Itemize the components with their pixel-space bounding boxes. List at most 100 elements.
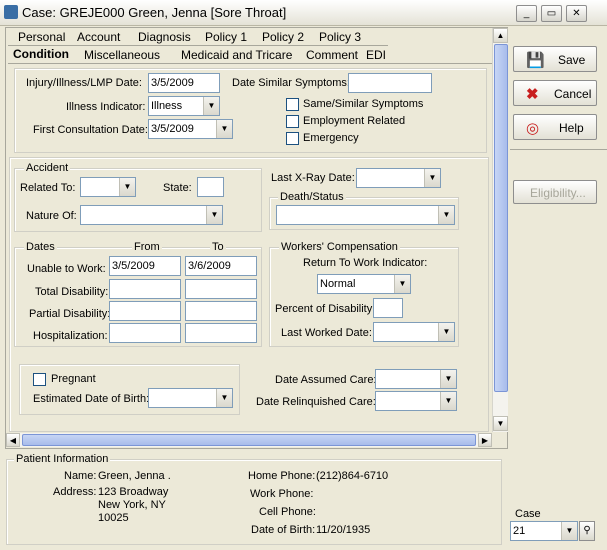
injury-date-field[interactable]: 3/5/2009 (148, 73, 220, 93)
close-icon: ✖ (526, 86, 539, 103)
details-area (9, 157, 489, 432)
tab-policy-1[interactable]: Policy 1 (205, 30, 248, 44)
pregnant-label: Pregnant (51, 373, 96, 385)
case-select[interactable]: 21 ▼ (510, 521, 578, 541)
cell-phone-label: Cell Phone: (259, 506, 316, 518)
chevron-down-icon: ▼ (424, 169, 440, 187)
similar-symptoms-date-field[interactable] (348, 73, 432, 93)
case-value: 21 (513, 525, 526, 537)
edob-label: Estimated Date of Birth: (33, 393, 150, 405)
percent-disability-field[interactable] (373, 298, 403, 318)
hospitalization-from[interactable] (109, 323, 181, 343)
emergency-checkbox[interactable] (286, 132, 299, 145)
illness-indicator-select[interactable]: Illness▼ (148, 96, 220, 116)
related-to-select[interactable]: ▼ (80, 177, 136, 197)
same-symptoms-checkbox[interactable] (286, 98, 299, 111)
maximize-button[interactable]: ▭ (541, 5, 562, 22)
same-symptoms-label: Same/Similar Symptoms (303, 98, 424, 110)
return-to-work-label: Return To Work Indicator: (303, 257, 428, 269)
last-worked-label: Last Worked Date: (281, 327, 372, 339)
chevron-down-icon: ▼ (561, 522, 577, 540)
tab-policy-2[interactable]: Policy 2 (262, 30, 305, 44)
horizontal-scroll-thumb[interactable] (22, 434, 476, 446)
tab-edi[interactable]: EDI (366, 48, 387, 62)
return-to-work-select[interactable]: Normal▼ (317, 274, 411, 294)
scroll-left-icon[interactable]: ◀ (6, 433, 20, 447)
horizontal-scrollbar[interactable]: ◀ ▶ (6, 433, 492, 447)
nature-of-label: Nature Of: (26, 210, 77, 222)
cancel-button[interactable]: ✖ Cancel (513, 80, 597, 106)
patient-info-group (6, 459, 502, 545)
scroll-right-icon[interactable]: ▶ (478, 433, 492, 447)
state-field[interactable] (197, 177, 224, 197)
tab-diagnosis[interactable]: Diagnosis (138, 30, 191, 44)
condition-group (14, 68, 487, 153)
edob-select[interactable]: ▼ (148, 388, 233, 408)
nature-of-select[interactable]: ▼ (80, 205, 223, 225)
eligibility-label: Eligibility... (530, 186, 586, 200)
employment-related-checkbox[interactable] (286, 115, 299, 128)
close-button[interactable]: ✕ (566, 5, 587, 22)
search-icon[interactable]: ⚲ (579, 521, 595, 541)
accident-group (14, 168, 262, 232)
to-header: To (210, 241, 226, 253)
chevron-down-icon: ▼ (216, 389, 232, 407)
partial-disability-label: Partial Disability: (29, 308, 111, 320)
unable-to-work-label: Unable to Work: (27, 263, 106, 275)
total-disability-from[interactable] (109, 279, 181, 299)
unable-to-work-from[interactable]: 3/5/2009 (109, 256, 181, 276)
help-button[interactable]: ◎ Help (513, 114, 597, 140)
similar-symptoms-date-label: Date Similar Symptoms: (232, 77, 350, 89)
partial-disability-from[interactable] (109, 301, 181, 321)
death-status-select[interactable]: ▼ (276, 205, 455, 225)
death-status-group (269, 197, 459, 230)
window-title: Case: GREJE000 Green, Jenna [Sore Throat… (22, 5, 287, 20)
vertical-scrollbar[interactable]: ▲ ▼ (492, 28, 508, 432)
tab-condition[interactable]: Condition (13, 47, 69, 61)
last-worked-select[interactable]: ▼ (373, 322, 455, 342)
date-relinquished-care-select[interactable]: ▼ (375, 391, 457, 411)
patient-address-line3: 10025 (98, 512, 129, 524)
partial-disability-to[interactable] (185, 301, 257, 321)
pregnant-checkbox[interactable] (33, 373, 46, 386)
first-consultation-value: 3/5/2009 (151, 123, 194, 135)
tab-account[interactable]: Account (77, 30, 121, 44)
case-icon (4, 5, 18, 19)
vertical-scroll-thumb[interactable] (494, 44, 508, 392)
save-button[interactable]: 💾 Save (513, 46, 597, 72)
tab-medicaid-tricare[interactable]: Medicaid and Tricare (181, 48, 293, 62)
chevron-down-icon: ▼ (206, 206, 222, 224)
patient-address-line1: 123 Broadway (98, 486, 169, 498)
xray-date-label: Last X-Ray Date: (271, 172, 355, 184)
tab-policy-3[interactable]: Policy 3 (319, 30, 362, 44)
patient-name-label: Name: (64, 470, 97, 482)
tab-miscellaneous[interactable]: Miscellaneous (84, 48, 161, 62)
help-label: Help (559, 121, 584, 135)
patient-info-title: Patient Information (14, 453, 111, 465)
date-relinquished-care-label: Date Relinquished Care: (256, 396, 376, 408)
scroll-up-icon[interactable]: ▲ (493, 28, 508, 43)
accident-title: Accident (24, 162, 71, 174)
unable-to-work-to[interactable]: 3/6/2009 (185, 256, 257, 276)
minimize-button[interactable]: _ (516, 5, 537, 22)
total-disability-to[interactable] (185, 279, 257, 299)
xray-date-select[interactable]: ▼ (356, 168, 441, 188)
home-phone: (212)864-6710 (316, 470, 389, 482)
save-label: Save (558, 53, 586, 67)
tab-personal[interactable]: Personal (18, 30, 66, 44)
patient-name: Green, Jenna . (98, 470, 171, 482)
first-consultation-label: First Consultation Date: (33, 124, 148, 136)
from-header: From (132, 241, 162, 253)
chevron-down-icon: ▼ (440, 392, 456, 410)
scroll-down-icon[interactable]: ▼ (493, 416, 508, 431)
state-label: State: (163, 182, 192, 194)
eligibility-button[interactable]: Eligibility... (513, 180, 597, 204)
dates-title: Dates (24, 241, 57, 253)
chevron-down-icon: ▼ (438, 206, 454, 224)
date-assumed-care-select[interactable]: ▼ (375, 369, 457, 389)
first-consultation-select[interactable]: 3/5/2009▼ (148, 119, 233, 139)
employment-related-label: Employment Related (303, 115, 406, 127)
death-status-title: Death/Status (278, 191, 346, 203)
tab-comment[interactable]: Comment (306, 48, 359, 62)
hospitalization-to[interactable] (185, 323, 257, 343)
